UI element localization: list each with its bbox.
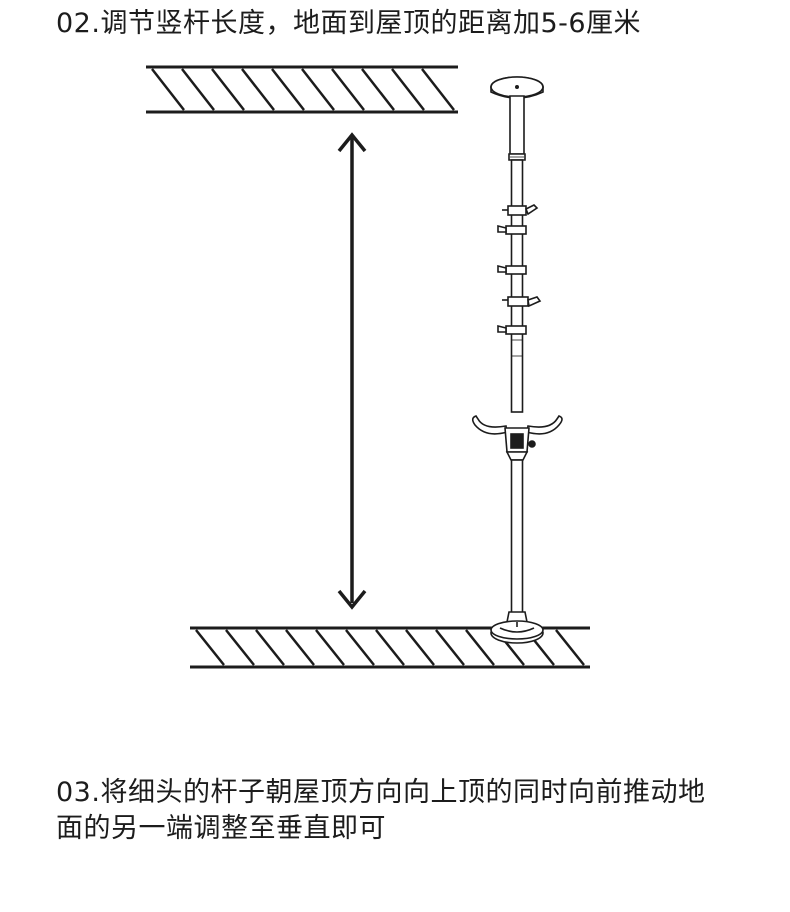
clip-hook-2 xyxy=(497,224,527,235)
floor-hatch-icon xyxy=(190,626,590,669)
ceiling-hatch-stroke xyxy=(301,68,335,111)
floor-hatch-stroke xyxy=(195,629,225,666)
floor-hatch-stroke xyxy=(285,629,315,666)
step-2-instruction: 02.调节竖杆长度，地面到屋顶的距离加5-6厘米 xyxy=(56,8,642,39)
floor-hatch-stroke xyxy=(315,629,345,666)
clip-hook-3 xyxy=(497,264,527,275)
ceiling-hatch-stroke xyxy=(211,68,245,111)
double-arrow-icon xyxy=(337,132,367,610)
ceiling-hatch-stroke xyxy=(241,68,275,111)
floor-hatch-stroke xyxy=(345,629,375,666)
step-3-line-2: 面的另一端调整至垂直即可 xyxy=(56,813,386,844)
ceiling-hatch-stroke xyxy=(271,68,305,111)
ceiling-hatch-stroke xyxy=(151,68,185,111)
ceiling-hatch-icon xyxy=(146,65,458,114)
ceiling-hatch-stroke xyxy=(331,68,365,111)
floor-hatch-stroke xyxy=(435,629,465,666)
clip-hook-4 xyxy=(502,296,542,308)
floor-hatch-stroke xyxy=(555,629,585,666)
floor-hatch-stroke xyxy=(225,629,255,666)
floor-hatch-stroke xyxy=(255,629,285,666)
floor-hatch-stroke xyxy=(465,629,495,666)
clip-hook-1 xyxy=(502,204,539,216)
ceiling-hatch-stroke xyxy=(421,68,455,111)
ceiling-hatch-stroke xyxy=(361,68,395,111)
ceiling-hatch-stroke xyxy=(391,68,425,111)
clip-hook-5 xyxy=(497,324,527,335)
pole-clothes-rack-icon xyxy=(471,76,563,644)
step-3-line-1: 03.将细头的杆子朝屋顶方向向上顶的同时向前推动地 xyxy=(56,777,706,808)
side-hooks xyxy=(471,415,563,461)
floor-hatch-stroke xyxy=(405,629,435,666)
ceiling-hatch-stroke xyxy=(181,68,215,111)
step-3-instruction: 03.将细头的杆子朝屋顶方向向上顶的同时向前推动地 面的另一端调整至垂直即可 xyxy=(56,775,756,847)
floor-hatch-stroke xyxy=(375,629,405,666)
